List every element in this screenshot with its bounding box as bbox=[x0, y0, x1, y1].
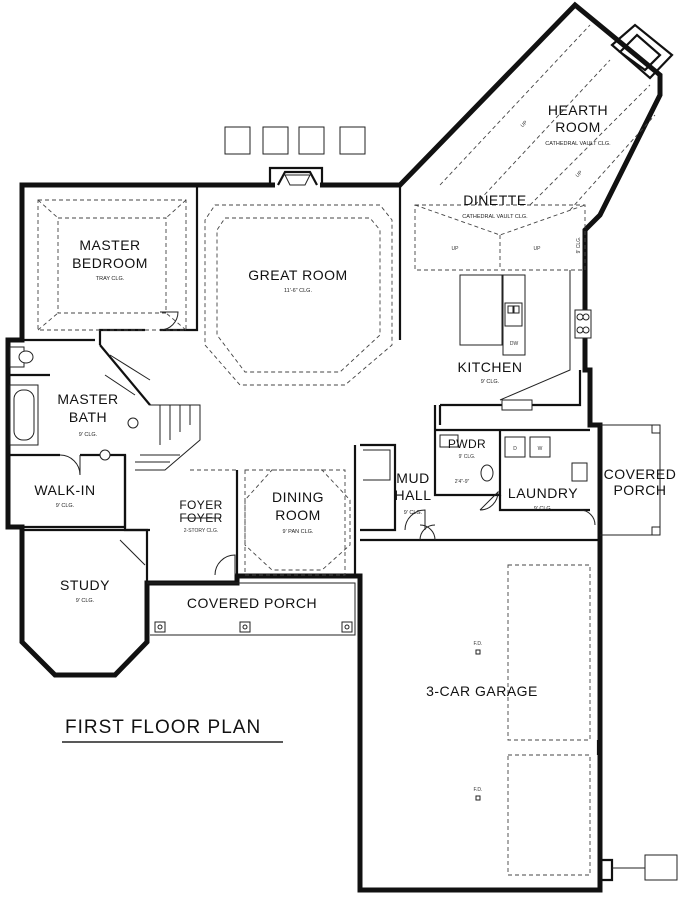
pwdr-note: 9' CLG. bbox=[459, 454, 476, 460]
kitchen-island bbox=[459, 274, 503, 346]
up-arrow-label-4: UP bbox=[575, 169, 585, 179]
room-labels: HEARTH ROOM CATHEDRAL VAULT CLG. DINETTE… bbox=[34, 102, 676, 699]
garage-label: 3-CAR GARAGE bbox=[426, 683, 538, 699]
kitchen-range bbox=[574, 309, 592, 339]
foyer-note: 2-STORY CLG. bbox=[184, 528, 218, 534]
front-covered-porch bbox=[147, 582, 356, 636]
study-label: STUDY bbox=[60, 577, 110, 593]
interior-walls bbox=[8, 185, 661, 876]
laundry-note: 9' CLG. bbox=[534, 506, 553, 512]
great-room-note: 11'-6" CLG. bbox=[284, 288, 312, 294]
master-bedroom-label-1: MASTER bbox=[79, 237, 140, 253]
stairs bbox=[99, 354, 201, 471]
dining-room-note: 9' PAN CLG. bbox=[283, 529, 314, 535]
patio-pavers bbox=[224, 126, 366, 155]
floor-drain-label-1: F.D. bbox=[474, 641, 483, 647]
dryer bbox=[504, 436, 526, 458]
washer bbox=[529, 436, 551, 458]
laundry-label: LAUNDRY bbox=[508, 485, 578, 501]
dryer-label: D bbox=[513, 446, 517, 452]
dining-room-label-2: ROOM bbox=[275, 507, 321, 523]
ceiling-lines bbox=[37, 24, 656, 576]
master-bedroom-label-2: BEDROOM bbox=[72, 255, 148, 271]
up-arrow-label-2: UP bbox=[534, 246, 542, 252]
hearth-room-label-1: HEARTH bbox=[548, 102, 608, 118]
exterior-walls bbox=[5, 1, 678, 893]
hearth-room-fireplace bbox=[610, 23, 674, 80]
dishwasher-label: DW bbox=[510, 341, 519, 347]
master-bath-label-1: MASTER bbox=[57, 391, 118, 407]
great-room-fireplace bbox=[268, 166, 324, 186]
side-porch-label-1: COVERED bbox=[604, 466, 677, 482]
kitchen-side-ceiling-note: 9' CLG. bbox=[576, 237, 582, 254]
dining-room-label-1: DINING bbox=[272, 489, 324, 505]
mud-hall-note: 9' CLG. bbox=[404, 510, 423, 516]
mud-hall-label-2: HALL bbox=[394, 487, 431, 503]
washer-label: W bbox=[538, 446, 543, 452]
walk-in-label: WALK-IN bbox=[34, 482, 95, 498]
kitchen-label: KITCHEN bbox=[458, 359, 523, 375]
great-room-label: GREAT ROOM bbox=[248, 267, 347, 283]
hearth-room-label-2: ROOM bbox=[555, 119, 601, 135]
minor-annotations: UP UP UP UP DW D W F.D. F.D. 9' CLG. bbox=[452, 119, 585, 793]
front-porch-label: COVERED PORCH bbox=[187, 595, 317, 611]
kitchen-note: 9' CLG. bbox=[481, 379, 500, 385]
floor-drain-label-2: F.D. bbox=[474, 787, 483, 793]
exterior-wall-west bbox=[5, 1, 663, 893]
fixtures bbox=[9, 270, 592, 801]
great-room-hearth-box bbox=[284, 174, 311, 186]
doors bbox=[59, 311, 596, 576]
hearth-room-note: CATHEDRAL VAULT CLG. bbox=[545, 141, 611, 147]
plan-title: FIRST FLOOR PLAN bbox=[65, 717, 261, 738]
mud-hall-label-1: MUD bbox=[396, 470, 429, 486]
study-note: 9' CLG. bbox=[76, 598, 95, 604]
dinette-note: CATHEDRAL VAULT CLG. bbox=[462, 214, 528, 220]
master-bedroom-note: TRAY CLG. bbox=[96, 276, 125, 282]
pwdr-label: PWDR bbox=[448, 437, 486, 451]
walk-in-note: 9' CLG. bbox=[56, 503, 75, 509]
pwdr-dimension: 2'4"-9" bbox=[455, 479, 470, 485]
up-arrow-label-1: UP bbox=[452, 246, 460, 252]
master-bath-label-2: BATH bbox=[69, 409, 107, 425]
side-porch-label-2: PORCH bbox=[613, 482, 666, 498]
garage-stoop bbox=[600, 858, 614, 882]
master-bath-note: 9' CLG. bbox=[79, 432, 98, 438]
garage-utility-box bbox=[644, 854, 678, 881]
dinette-label: DINETTE bbox=[463, 192, 526, 208]
up-arrow-label-3: UP bbox=[520, 119, 530, 129]
foyer-label: FOYER bbox=[179, 498, 222, 512]
